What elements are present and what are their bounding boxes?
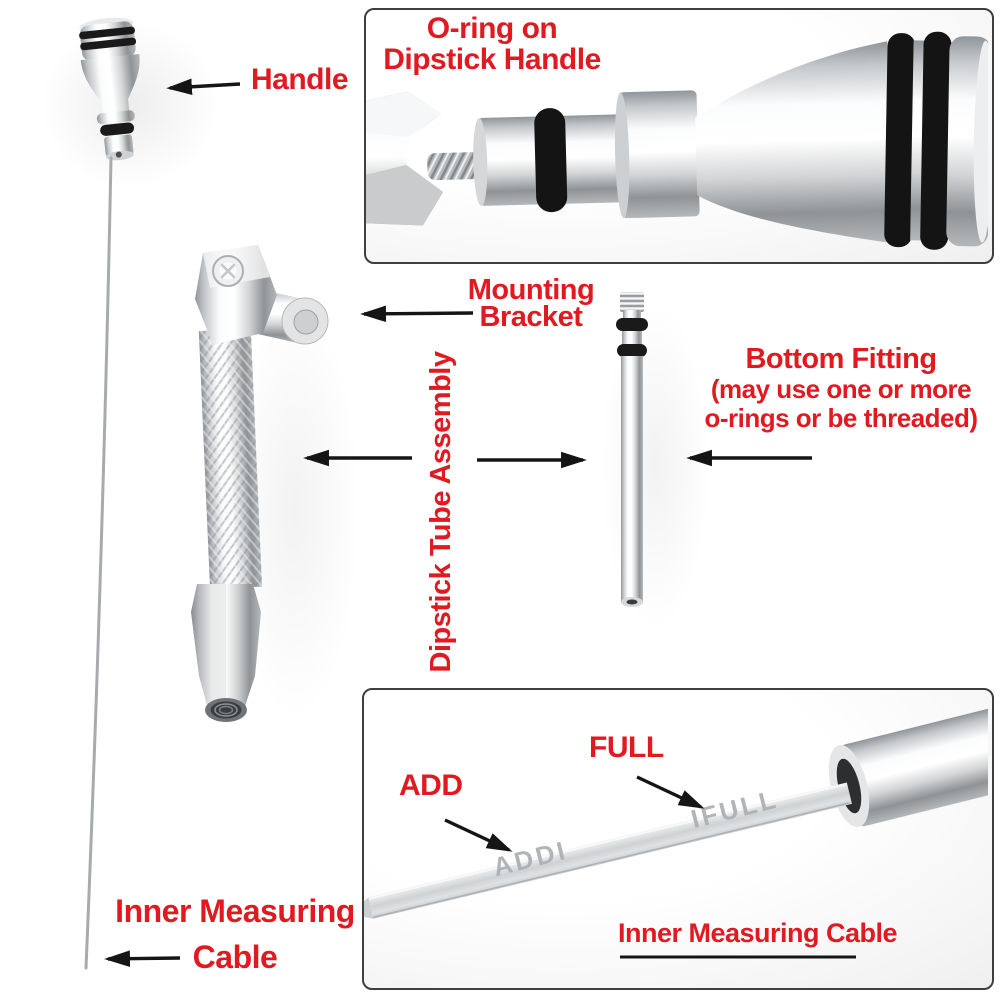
handle-label: Handle <box>251 63 349 96</box>
dipstick-handle-photo <box>79 17 140 161</box>
dipstick-tube-photo <box>191 245 329 722</box>
inner-cable-label-line2: Cable <box>192 939 278 975</box>
inner-cable-panel-label: Inner Measuring Cable <box>618 918 898 948</box>
inner-cable-label: Inner Measuring Cable <box>100 888 370 980</box>
inner-cable-label-line1: Inner Measuring <box>115 893 355 929</box>
mounting-label-line2: Bracket <box>479 301 583 333</box>
inner-cable-arrow <box>104 950 181 967</box>
mounting-bracket-label: Mounting Bracket <box>431 274 631 333</box>
add-arrow <box>444 818 513 852</box>
inner-cable-photo <box>84 156 113 970</box>
bottom-fitting-label-line3: o-rings or be threaded) <box>704 403 978 433</box>
oring-label-line2: Dipstick Handle <box>383 43 601 76</box>
mounting-bracket-arrow <box>360 305 474 323</box>
full-arrow <box>636 775 705 809</box>
handle-arrow <box>166 78 241 96</box>
bottom-fitting-label-line1: Bottom Fitting <box>745 343 937 375</box>
add-label: ADD <box>399 769 463 802</box>
oring-label-line1: O-ring on <box>426 12 558 45</box>
full-label: FULL <box>589 731 664 764</box>
bottom-fitting-photo <box>616 292 648 607</box>
cable-detail-photo <box>364 698 988 919</box>
bottom-fitting-label-line2: (may use one or more <box>710 374 972 404</box>
oring-detail-photo <box>366 31 988 250</box>
mounting-label-line1: Mounting <box>467 274 595 306</box>
bottom-fitting-label: Bottom Fitting (may use one or more o-ri… <box>688 343 994 433</box>
oring-label: O-ring on Dipstick Handle <box>342 13 642 75</box>
